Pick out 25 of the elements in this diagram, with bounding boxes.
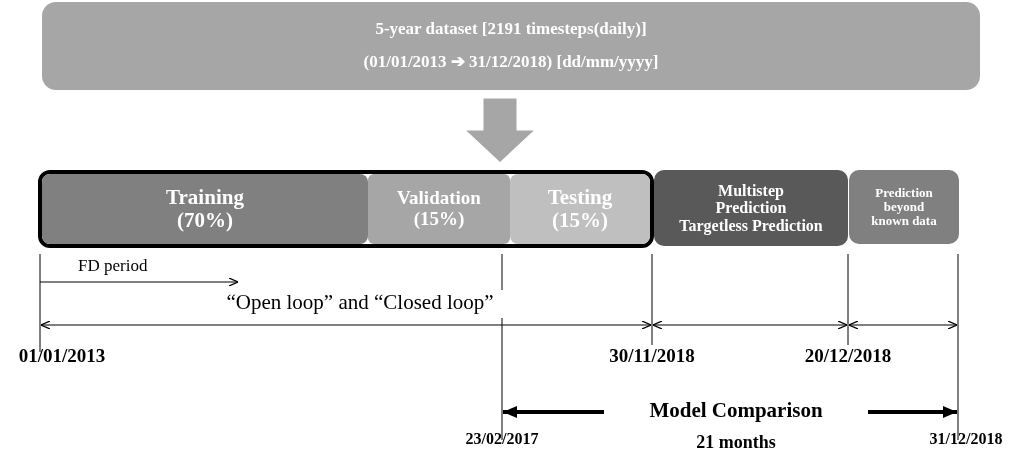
segment-label: Testing (15%) bbox=[546, 185, 614, 233]
segment-bar bbox=[849, 170, 959, 244]
segment-bar bbox=[510, 174, 650, 244]
segment-bar bbox=[42, 174, 368, 244]
segment-label: Targetless Prediction bbox=[679, 216, 823, 235]
axis-label: FD period bbox=[78, 256, 148, 276]
segment-label: Prediction beyond known data bbox=[870, 185, 938, 229]
segment-label: Training (70%) bbox=[165, 185, 245, 233]
banner-text: 5-year dataset [2191 timesteps(daily)] bbox=[375, 20, 647, 39]
annotation-text: “Open loop” and “Closed loop” bbox=[226, 290, 494, 315]
segment-bar bbox=[368, 174, 510, 244]
banner-text: (01/01/2013 ➔ 31/12/2018) [dd/mm/yyyy] bbox=[363, 53, 659, 72]
date-label: 31/12/2018 bbox=[929, 430, 1003, 448]
annotation-text: Model Comparison bbox=[649, 398, 823, 423]
segment-label: Multistep Prediction bbox=[714, 181, 788, 217]
split-frame bbox=[38, 170, 654, 248]
segment-label: Validation (15%) bbox=[396, 188, 482, 230]
annotation-text: 21 months bbox=[696, 432, 776, 453]
block-arrow bbox=[466, 98, 534, 163]
date-label: 23/02/2017 bbox=[465, 430, 539, 448]
date-label: 01/01/2013 bbox=[18, 345, 106, 367]
segment-bar bbox=[654, 170, 848, 246]
date-label: 30/11/2018 bbox=[609, 345, 695, 367]
dataset-banner bbox=[42, 2, 980, 90]
date-label: 20/12/2018 bbox=[804, 345, 892, 367]
